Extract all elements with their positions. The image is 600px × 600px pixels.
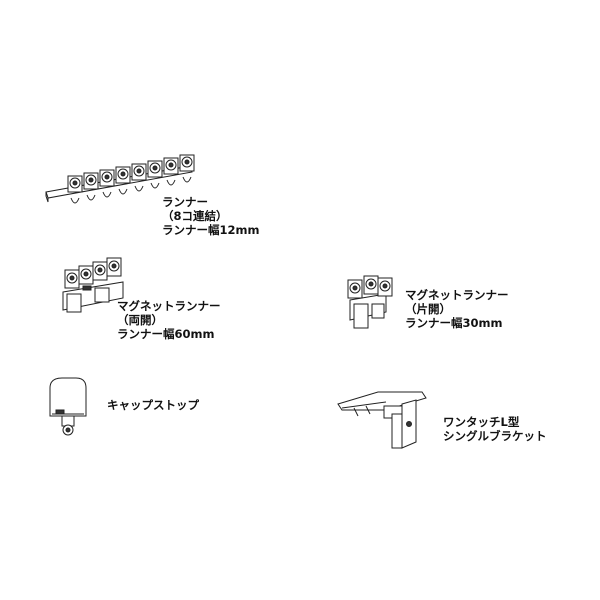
magnet-runner-single-line-2: （片開）	[405, 302, 451, 316]
cap-stop-line-1: キャップストップ	[107, 398, 199, 412]
runner-8-line-2: （8コ連結）	[162, 209, 228, 223]
magnet-runner-double-line-2: （両開）	[117, 313, 163, 327]
cap-stop-label: キャップストップ	[107, 398, 199, 412]
one-touch-bracket-illustration	[337, 391, 427, 449]
magnet-runner-double-illustration	[62, 257, 124, 313]
magnet-runner-double-line-1: マグネットランナー	[117, 299, 221, 313]
cap-stop-illustration	[49, 377, 87, 436]
magnet-runner-double-label: マグネットランナー （両開） ランナー幅60mm	[117, 299, 221, 341]
magnet-runner-double-line-3: ランナー幅60mm	[117, 327, 215, 341]
runner-8-line-3: ランナー幅12mm	[162, 223, 260, 237]
runner-8-line-1: ランナー	[162, 195, 208, 209]
magnet-runner-single-illustration	[347, 275, 393, 329]
runner-8-illustration	[45, 154, 195, 204]
magnet-runner-single-line-1: マグネットランナー	[405, 288, 509, 302]
one-touch-bracket-label: ワンタッチL型 シングルブラケット	[443, 415, 547, 443]
magnet-runner-single-line-3: ランナー幅30mm	[405, 316, 503, 330]
runner-8-label: ランナー （8コ連結） ランナー幅12mm	[162, 195, 259, 237]
one-touch-bracket-line-1: ワンタッチL型	[443, 415, 520, 429]
magnet-runner-single-label: マグネットランナー （片開） ランナー幅30mm	[405, 288, 509, 330]
one-touch-bracket-line-2: シングルブラケット	[443, 429, 547, 443]
